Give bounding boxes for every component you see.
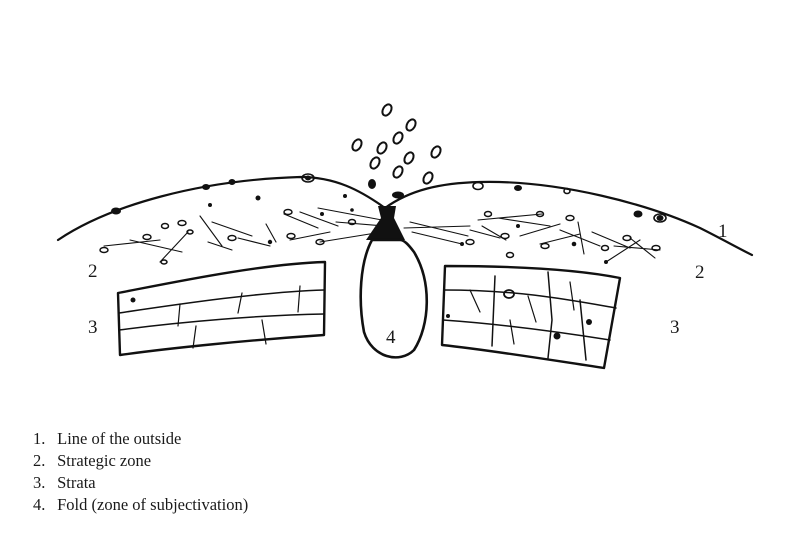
label-strata-right: 3 (670, 317, 680, 338)
escaping-particles (351, 103, 443, 185)
label-strategic-zone-right: 2 (695, 262, 705, 283)
legend-text: Line of the outside (57, 429, 181, 448)
label-strategic-zone-left: 2 (88, 261, 98, 282)
fold-neck (366, 206, 405, 240)
legend: 1. Line of the outside 2. Strategic zone… (33, 428, 248, 516)
legend-text: Strata (57, 473, 96, 492)
legend-item: 4. Fold (zone of subjectivation) (33, 494, 248, 516)
label-line-of-the-outside: 1 (718, 221, 728, 242)
strategic-zone-dots (208, 196, 608, 265)
legend-item: 1. Line of the outside (33, 428, 248, 450)
legend-item: 3. Strata (33, 472, 248, 494)
label-fold: 4 (386, 327, 396, 348)
legend-text: Fold (zone of subjectivation) (57, 495, 248, 514)
fold-diagram: 1 2 2 3 3 4 (0, 0, 788, 410)
legend-number: 1. (33, 428, 53, 450)
label-strata-left: 3 (88, 317, 98, 338)
legend-item: 2. Strategic zone (33, 450, 248, 472)
legend-number: 3. (33, 472, 53, 494)
strata-right (442, 266, 620, 368)
legend-number: 2. (33, 450, 53, 472)
strata-left (118, 262, 325, 355)
legend-number: 4. (33, 494, 53, 516)
legend-text: Strategic zone (57, 451, 151, 470)
